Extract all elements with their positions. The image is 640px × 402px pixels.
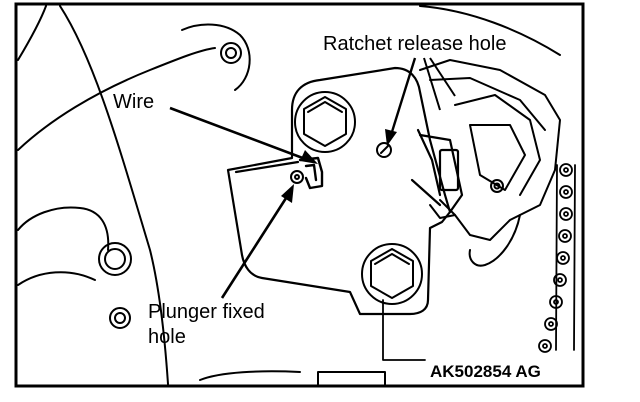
wire-label: Wire <box>113 91 154 113</box>
frame-border <box>14 2 585 388</box>
background-bolt-holes <box>98 42 504 329</box>
wire-pin <box>298 156 324 190</box>
ratchet-release-hole <box>376 142 392 158</box>
figure-code-leader <box>382 299 426 361</box>
tensioner-lever <box>419 59 561 267</box>
plunger-fixed-hole <box>290 170 304 184</box>
tensioner-body <box>226 66 464 316</box>
plunger-fixed-hole-label-line2: hole <box>148 326 186 348</box>
lower-mounting-bolt <box>361 243 423 305</box>
engine-cover-outline <box>17 5 561 385</box>
timing-chain <box>538 163 576 353</box>
figure-code-label: AK502854 AG <box>430 362 541 381</box>
plunger-callout <box>220 184 294 299</box>
plunger-fixed-hole-label-line1: Plunger fixed <box>148 301 265 323</box>
ratchet-release-hole-label: Ratchet release hole <box>323 33 506 55</box>
wire-callout <box>169 106 318 164</box>
ratchet-callout <box>385 57 456 146</box>
upper-mounting-bolt <box>294 91 356 153</box>
